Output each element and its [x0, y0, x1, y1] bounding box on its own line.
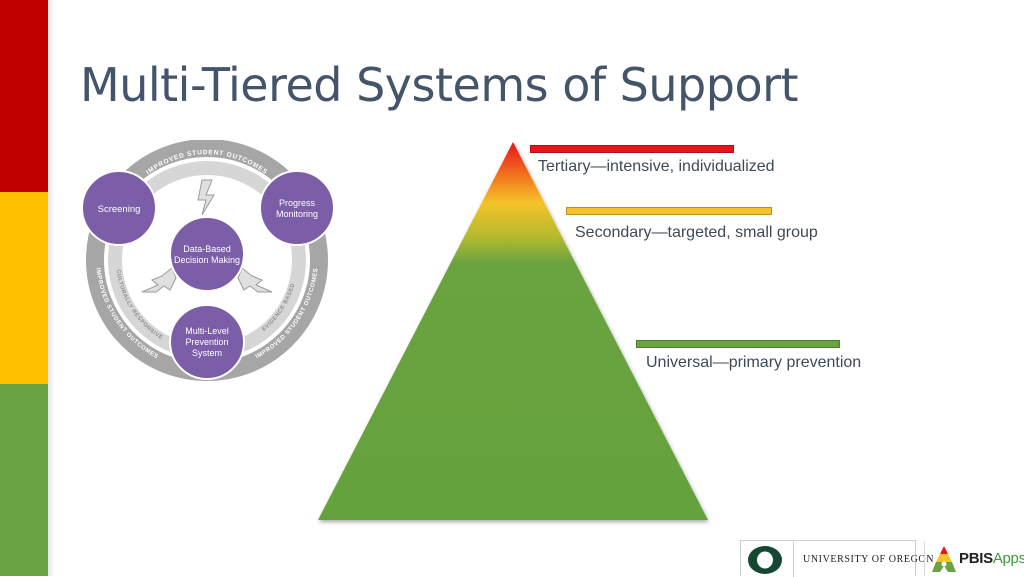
footer-divider [924, 542, 925, 576]
secondary-label: Secondary—targeted, small group [575, 224, 818, 241]
apps-text: Apps [992, 550, 1024, 567]
node-screening: Screening [81, 170, 157, 246]
node-progress-monitoring-circle [259, 170, 335, 246]
pyramid-shape [318, 142, 708, 520]
footer-logos: UNIVERSITY OF OREGON PBISApps [740, 540, 1024, 577]
node-center-label-1: Data-Based [183, 244, 231, 254]
secondary-bar [566, 207, 772, 215]
pbis-apps-wordmark: PBISApps [959, 550, 1024, 567]
node-progress-monitoring-label-1: Progress [279, 198, 316, 208]
node-multi-level-prevention: Multi-Level Prevention System [169, 304, 245, 380]
uo-divider [793, 541, 794, 577]
pbis-text: PBIS [959, 550, 993, 567]
uo-o-icon [748, 546, 782, 574]
tertiary-label: Tertiary—intensive, individualized [538, 158, 775, 175]
tertiary-bar [530, 145, 734, 153]
arrow-top-icon [197, 179, 215, 216]
node-progress-monitoring: Progress Monitoring [259, 170, 335, 246]
university-name: UNIVERSITY OF OREGON [803, 554, 935, 565]
node-multi-level-prevention-circle [169, 304, 245, 380]
sidebar-shadow [48, 0, 55, 576]
node-center-label-2: Decision Making [174, 255, 240, 265]
mtss-pyramid [318, 142, 708, 520]
node-multi-level-label-3: System [192, 348, 222, 358]
arrow-right-icon [237, 267, 273, 293]
node-multi-level-label-1: Multi-Level [185, 326, 229, 336]
mtss-cycle-diagram: IMPROVED STUDENT OUTCOMES IMPROVED STUDE… [81, 140, 335, 381]
sidebar-yellow-segment [0, 192, 48, 384]
pbis-apps-logo-icon [932, 546, 956, 572]
tier-color-sidebar [0, 0, 48, 576]
node-screening-circle [81, 170, 157, 246]
node-progress-monitoring-label-2: Monitoring [276, 209, 318, 219]
node-center: Data-Based Decision Making [169, 216, 245, 292]
university-of-oregon-logo: UNIVERSITY OF OREGON [740, 540, 933, 577]
slide-title: Multi-Tiered Systems of Support [80, 58, 799, 112]
sidebar-red-segment [0, 0, 48, 192]
arrow-left-icon [141, 267, 177, 293]
universal-label: Universal—primary prevention [646, 354, 862, 371]
node-screening-label: Screening [98, 204, 141, 215]
sidebar-green-segment [0, 384, 48, 576]
universal-bar [636, 340, 840, 348]
node-center-circle [169, 216, 245, 292]
node-multi-level-label-2: Prevention [185, 337, 228, 347]
